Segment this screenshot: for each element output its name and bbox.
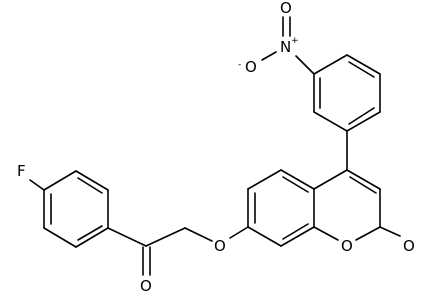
ch2-ether-bond	[184, 227, 213, 242]
ether-coumarin-bond	[229, 226, 249, 239]
coumarin-pyranone-ring	[313, 169, 381, 241]
ketone-oxygen-label: O	[140, 277, 152, 295]
carbonyl-ch2-bond	[145, 227, 186, 247]
nitro-oxygen-top-label: O	[280, 0, 292, 17]
nitro-nitrogen-label: N	[280, 38, 291, 56]
c-f-bond	[29, 179, 45, 191]
nitrophenyl-ring	[313, 54, 381, 132]
fluorine-label: F	[17, 162, 26, 180]
nitrogen-charge: +	[291, 36, 299, 46]
ether-oxygen-label: O	[214, 237, 226, 255]
aryl-nitro-bond	[295, 55, 315, 75]
lactone-carbonyl-bond	[379, 226, 401, 237]
nitro-oxygen-left-label: O	[245, 58, 257, 76]
ring-oxygen-label: O	[341, 237, 353, 255]
nitro-n-o-left	[261, 51, 277, 61]
ring-carbonyl-bond	[107, 227, 147, 247]
fluorophenyl-ring	[43, 170, 109, 248]
coumarin-benzo-ring	[247, 169, 315, 247]
lactone-oxygen-label: O	[403, 237, 415, 255]
oxygen-charge: -	[238, 60, 241, 70]
